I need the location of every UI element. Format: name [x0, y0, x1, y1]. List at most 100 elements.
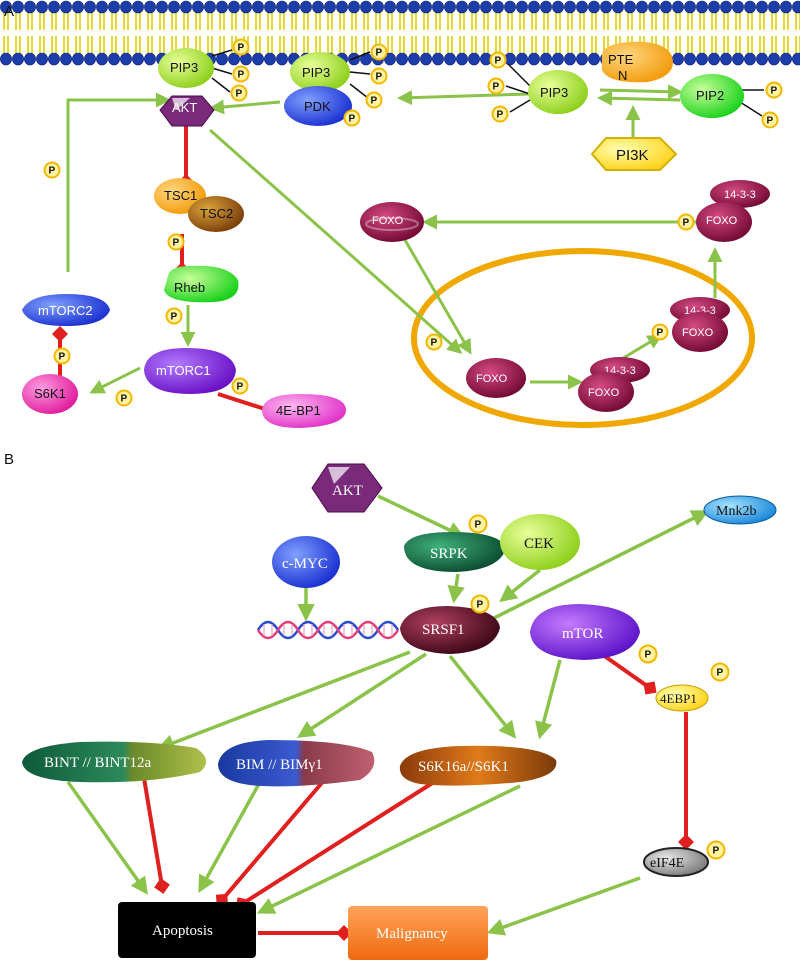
phospho-badge: P: [232, 38, 250, 56]
phospho-badge: P: [470, 594, 490, 614]
svg-text:P: P: [657, 328, 664, 339]
eif4e-label: eIF4E: [650, 856, 684, 871]
mtor-label: mTOR: [562, 626, 603, 642]
pip3-left-label: PIP3: [170, 60, 198, 75]
phospho-badge: P: [677, 213, 695, 231]
cmyc-label: c-MYC: [282, 556, 328, 572]
svg-text:P: P: [495, 56, 502, 67]
apoptosis-box: [118, 902, 256, 958]
svg-text:P: P: [645, 650, 652, 661]
phospho-badge: P: [489, 51, 507, 69]
pdk-label: PDK: [304, 99, 331, 114]
phospho-badge: P: [231, 377, 249, 395]
phospho-badge: P: [232, 65, 250, 83]
phospho-badge: P: [487, 77, 505, 95]
arrows-panel-a: [66, 84, 723, 394]
pip2-node: [680, 74, 744, 118]
nucleus: [411, 248, 755, 428]
srsf1-node: [400, 606, 500, 654]
phospho-badge: P: [343, 109, 361, 127]
svg-text:P: P: [236, 89, 243, 100]
svg-text:P: P: [477, 600, 484, 611]
foxo-1433-cytoplasm: 14-3-3 FOXO: [696, 180, 770, 242]
akt-label-a: AKT: [172, 100, 197, 115]
apoptosis-label: Apoptosis: [152, 923, 213, 939]
mnk2b-label: Mnk2b: [716, 504, 756, 519]
svg-text:P: P: [376, 72, 383, 83]
phospho-badge: P: [638, 644, 658, 664]
tsc2-node: [188, 196, 244, 232]
bim-node: [218, 740, 375, 787]
4ebp1-node-b: [655, 684, 709, 712]
mtorc2-label: mTORC2: [38, 303, 93, 318]
cell-membrane: [0, 0, 800, 66]
phospho-badge: P: [468, 514, 488, 534]
s6k-label: S6K16a//S6K1: [418, 759, 509, 775]
rheb-label: Rheb: [174, 280, 205, 295]
malignancy-label: Malignancy: [376, 926, 448, 942]
svg-text:P: P: [238, 43, 245, 54]
phospho-badge: P: [491, 105, 509, 123]
dna-helix-icon: [256, 620, 400, 640]
svg-text:P: P: [173, 238, 180, 249]
phospho-badge: P: [167, 233, 185, 251]
cek-label: CEK: [524, 536, 554, 552]
svg-text:P: P: [475, 520, 482, 531]
svg-text:P: P: [237, 382, 244, 393]
foxo-1433-nucleus-1: 14-3-3 FOXO: [578, 357, 650, 412]
panel-label-b: B: [4, 451, 14, 468]
bint-node: [22, 741, 207, 783]
pip3-right-node: [528, 70, 588, 114]
mtorc1-label: mTORC1: [156, 363, 211, 378]
svg-text:P: P: [121, 394, 128, 405]
tsc1-label: TSC1: [164, 188, 197, 203]
akt-node-b: [311, 463, 383, 513]
phospho-links-a: [211, 49, 764, 117]
phospho-badge: P: [230, 84, 248, 102]
phospho-badge: P: [365, 91, 383, 109]
akt-node-b-shine: [328, 467, 350, 484]
svg-text:P: P: [683, 218, 690, 229]
4ebp1-label: 4E-BP1: [276, 403, 321, 418]
mtorc2-node: [22, 294, 110, 326]
svg-text:P: P: [371, 96, 378, 107]
svg-text:P: P: [497, 110, 504, 121]
phospho-badge: P: [370, 67, 388, 85]
pdk-node: [284, 86, 352, 126]
srpk-node: [404, 532, 506, 572]
pi3k-node: [590, 137, 678, 171]
svg-text:P: P: [713, 846, 720, 857]
svg-text:P: P: [376, 48, 383, 59]
akt-label-b: AKT: [332, 483, 363, 499]
tsc2-label: TSC2: [200, 206, 233, 221]
phospho-badge: P: [706, 840, 726, 860]
foxo-label-2: FOXO: [706, 215, 738, 227]
phospho-badge: P: [761, 111, 779, 129]
cek-node: [500, 514, 580, 570]
pip3-mid-label: PIP3: [302, 65, 330, 80]
phospho-badge: P: [651, 323, 669, 341]
foxo-nucleus: FOXO: [466, 358, 526, 398]
akt-node-a-shine: [172, 98, 190, 110]
rheb-node: [164, 265, 239, 303]
svg-text:P: P: [171, 312, 178, 323]
srpk-label: SRPK: [430, 546, 468, 562]
svg-text:P: P: [767, 116, 774, 127]
pten-label-line1: PTE: [608, 52, 634, 67]
bim-label: BIM // BIMγ1: [236, 757, 323, 773]
mnk2b-node: [703, 495, 777, 525]
malignancy-box: [348, 906, 488, 960]
svg-text:P: P: [431, 338, 438, 349]
akt-node-a: [159, 95, 215, 127]
svg-text:P: P: [238, 70, 245, 81]
s6k1-node: [22, 374, 78, 414]
phospho-badges: P P P P P P P P P P P P P P P P P P P P …: [43, 38, 783, 860]
pip2-label: PIP2: [696, 88, 724, 103]
foxo-cytoplasm: FOXO: [360, 202, 424, 242]
phospho-badge: P: [765, 81, 783, 99]
4ebp1-label-b: 4EBP1: [660, 691, 697, 706]
foxo-label-1: FOXO: [372, 215, 404, 227]
pi3k-label: PI3K: [616, 147, 649, 164]
s6k-node: [399, 745, 557, 786]
pip3-mid-node: [290, 52, 350, 92]
